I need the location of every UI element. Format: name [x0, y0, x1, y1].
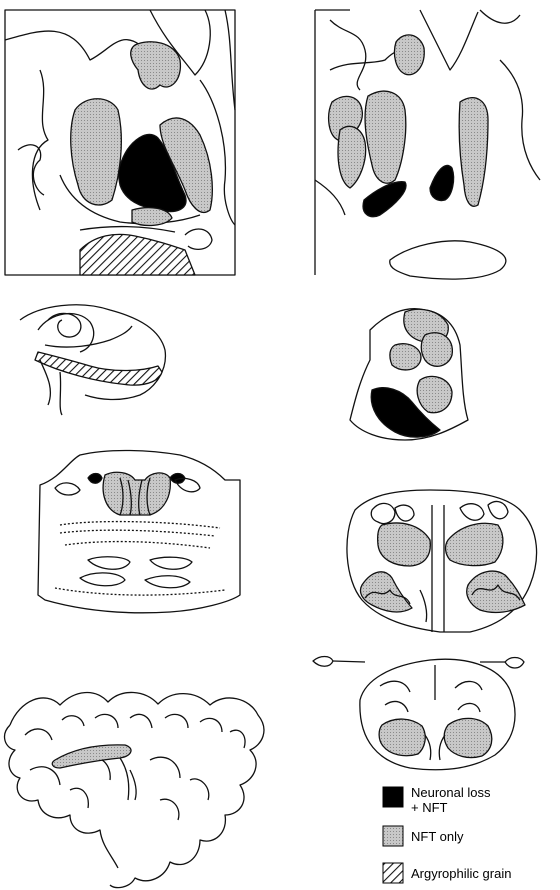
nft-region [71, 99, 122, 205]
nft-region [379, 719, 425, 756]
nft-region [394, 35, 424, 75]
nft-region [446, 523, 503, 565]
legend-label-nft: NFT only [411, 829, 464, 844]
nft-region [459, 98, 488, 207]
nft-region [467, 571, 525, 612]
section-thalamus [350, 309, 468, 440]
legend-label-loss-line2: + NFT [411, 800, 448, 815]
legend-swatch-grain [383, 863, 403, 883]
nft-region [338, 126, 366, 188]
section-midbrain [38, 450, 240, 612]
legend-swatch-nft [383, 826, 403, 846]
grain-region [80, 234, 195, 275]
nft-region [131, 42, 181, 89]
section-basal-ganglia-left [5, 10, 235, 275]
nft-region [421, 333, 452, 367]
loss-region [430, 165, 454, 200]
nft-region [390, 344, 421, 370]
grain-region [35, 352, 162, 385]
section-cerebellum [5, 692, 264, 887]
nft-region [365, 91, 406, 183]
loss-region [363, 182, 406, 217]
section-hippocampus [20, 305, 165, 415]
loss-region [88, 474, 102, 484]
legend-swatch-loss [383, 787, 403, 807]
nft-region [103, 472, 170, 515]
legend-label-grain: Argyrophilic grain [411, 866, 511, 881]
section-basal-ganglia-right [315, 10, 540, 279]
legend-label-loss-line1: Neuronal loss [411, 785, 491, 800]
section-pons [347, 490, 537, 632]
section-medulla [313, 657, 524, 770]
nft-region [378, 523, 431, 566]
nft-region [417, 376, 452, 412]
nft-region [444, 718, 492, 757]
nft-region [52, 745, 131, 768]
legend: Neuronal loss + NFT NFT only Argyrophili… [383, 785, 511, 883]
